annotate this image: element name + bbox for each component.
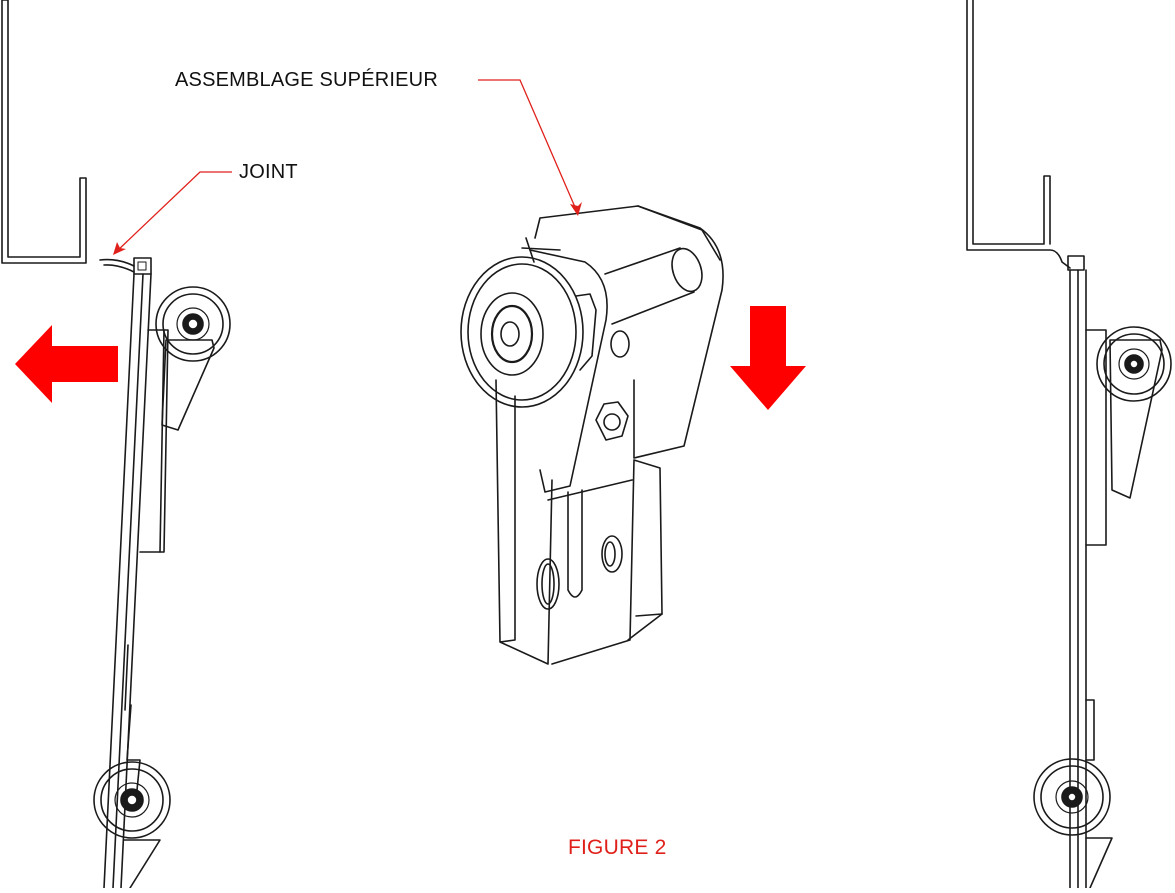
left-rail xyxy=(103,273,152,889)
upper-assembly-label: ASSEMBLAGE SUPÉRIEUR xyxy=(175,69,438,91)
figure-caption: FIGURE 2 xyxy=(568,836,667,859)
right-side-view xyxy=(966,0,1172,889)
upper-assembly-leader xyxy=(478,79,579,215)
arrow-down-icon xyxy=(730,306,806,410)
right-top-wheel xyxy=(1096,326,1172,402)
joint-leader xyxy=(115,171,232,253)
assembly-hex-nut xyxy=(595,401,629,441)
assembly-main-wheel xyxy=(460,256,597,408)
assembly-front-plate xyxy=(529,249,608,493)
right-top-clip xyxy=(1067,255,1085,271)
upper-assembly-drawing xyxy=(460,205,724,665)
left-joint-seal xyxy=(99,258,135,273)
assembly-bolt-top xyxy=(610,330,630,358)
upper-assembly-leader-arrowhead xyxy=(570,202,582,216)
joint-label: JOINT xyxy=(239,161,298,183)
right-bottom-wheel xyxy=(1033,758,1111,836)
left-top-clip xyxy=(133,257,152,275)
assembly-hole-right xyxy=(601,535,623,573)
right-u-channel xyxy=(966,0,1071,269)
arrow-left-icon xyxy=(15,325,118,403)
left-side-view xyxy=(1,0,231,889)
assembly-hole-left xyxy=(536,558,560,610)
assembly-slot xyxy=(567,489,583,598)
left-wedge xyxy=(161,339,215,431)
left-bottom-wheel xyxy=(93,761,171,839)
assembly-shaft xyxy=(604,247,695,325)
assembly-right-plate xyxy=(633,205,724,459)
assembly-lower-rail xyxy=(495,379,553,665)
left-top-wheel xyxy=(155,286,231,362)
left-u-channel xyxy=(1,0,87,264)
joint-leader-arrowhead xyxy=(113,242,126,255)
right-rail xyxy=(1069,269,1087,889)
